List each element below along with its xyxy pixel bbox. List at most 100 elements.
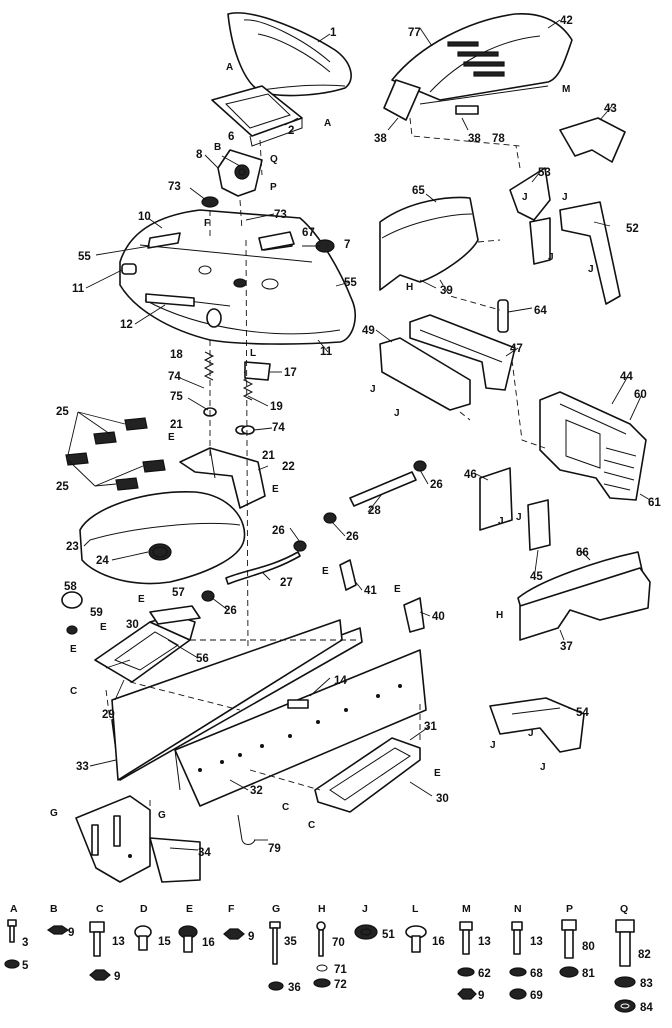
callout-26d: 26: [224, 605, 237, 617]
hardware-part-83: 83: [640, 978, 653, 990]
hardware-part-16: 16: [202, 937, 215, 949]
callout-26b: 26: [346, 531, 359, 543]
hardware-letter-G: G: [272, 903, 280, 915]
seat-spring-bracket: [217, 149, 263, 197]
hardware-part-71: 71: [334, 964, 347, 976]
callout-26a: 26: [272, 525, 285, 537]
hardware-part-82: 82: [638, 949, 651, 961]
hardware-part-62: 62: [478, 968, 491, 980]
callout-58: 58: [64, 581, 77, 593]
callout-73a: 73: [168, 181, 181, 193]
hardware-part-16: 16: [432, 936, 445, 948]
callout-26c: 26: [430, 479, 443, 491]
hardware-letter-D: D: [140, 903, 148, 915]
callout-27: 27: [280, 577, 293, 589]
push-nut: [66, 625, 78, 635]
hardware-letter-P: P: [566, 903, 573, 915]
callout-74a: 74: [168, 371, 181, 383]
callout-45: 45: [530, 571, 543, 583]
callout-19: 19: [270, 401, 283, 413]
callout-61: 61: [648, 497, 661, 509]
callout-11a: 11: [72, 283, 85, 295]
ref-M: M: [562, 84, 570, 95]
ref-C: C: [70, 686, 77, 697]
ref-C: C: [308, 820, 315, 831]
hardware-letter-H: H: [318, 903, 326, 915]
hardware-letter-C: C: [96, 903, 104, 915]
hardware-part-72: 72: [334, 979, 347, 991]
callout-28: 28: [368, 505, 381, 517]
vent-hose: [349, 471, 417, 507]
footrest-right: [314, 737, 421, 813]
callout-25b: 25: [56, 481, 69, 493]
hardware-legend: A 3 5 B 9 C 13 9 D 15 E 16 F 9 G 35 36 H: [4, 903, 653, 1014]
callout-1: 1: [330, 27, 337, 39]
hardware-part-84: 84: [640, 1002, 653, 1014]
callout-74b: 74: [272, 422, 285, 434]
callout-46: 46: [464, 469, 477, 481]
callout-37: 37: [560, 641, 573, 653]
callout-11b: 11: [320, 346, 333, 358]
hardware-part-80: 80: [582, 941, 595, 953]
callout-67: 67: [302, 227, 315, 239]
callout-40: 40: [432, 611, 445, 623]
heat-shield: [149, 605, 201, 625]
side-panel-right: [379, 196, 479, 291]
callout-8: 8: [196, 149, 203, 161]
callout-2: 2: [288, 125, 294, 137]
ref-L: L: [250, 348, 256, 359]
callout-21b: 21: [262, 450, 275, 462]
callout-24: 24: [96, 555, 109, 567]
callout-33: 33: [76, 761, 89, 773]
callout-57: 57: [172, 587, 185, 599]
ref-C: C: [282, 802, 289, 813]
front-bracket-54: [489, 697, 585, 753]
callout-23: 23: [66, 541, 79, 553]
hardware-part-13: 13: [112, 936, 125, 948]
hardware-letter-M: M: [462, 903, 471, 915]
ref-J: J: [498, 516, 504, 527]
callout-12: 12: [120, 319, 133, 331]
hood-decal-dots: [447, 41, 505, 77]
callout-43: 43: [604, 103, 617, 115]
ref-J: J: [370, 384, 376, 395]
hardware-part-81: 81: [582, 968, 595, 980]
hardware-part-9: 9: [114, 971, 120, 983]
callout-59: 59: [90, 607, 103, 619]
callout-41: 41: [364, 585, 377, 597]
ref-J: J: [528, 728, 534, 739]
callout-22: 22: [282, 461, 295, 473]
callout-39: 39: [440, 285, 453, 297]
hardware-letter-Q: Q: [620, 903, 628, 915]
hardware-part-13: 13: [478, 936, 491, 948]
ref-E: E: [272, 484, 279, 495]
callout-47: 47: [510, 343, 523, 355]
callout-17: 17: [284, 367, 297, 379]
hood-knob: [497, 299, 509, 333]
hardware-part-9: 9: [68, 927, 74, 939]
hardware-part-13: 13: [530, 936, 543, 948]
assembly-lines: [105, 117, 546, 838]
ref-P: P: [270, 182, 277, 193]
callout-55a: 55: [78, 251, 91, 263]
callout-7: 7: [344, 239, 350, 251]
hardware-part-70: 70: [332, 937, 345, 949]
ref-J: J: [548, 252, 554, 263]
callout-30b: 30: [436, 793, 449, 805]
fuel-tank: [79, 491, 246, 585]
seat-pan: [211, 85, 303, 147]
callout-34: 34: [198, 847, 211, 859]
decals: [65, 417, 166, 491]
callout-77: 77: [408, 27, 421, 39]
seat: [227, 12, 352, 97]
rear-fender: [119, 209, 356, 345]
callout-64: 64: [534, 305, 547, 317]
footrest-left: [94, 614, 196, 683]
bracket-46: [479, 467, 513, 531]
callout-78: 78: [492, 133, 505, 145]
ref-J: J: [588, 264, 594, 275]
ref-F: F: [204, 218, 210, 229]
ref-B: B: [214, 142, 221, 153]
callout-29: 29: [102, 709, 115, 721]
